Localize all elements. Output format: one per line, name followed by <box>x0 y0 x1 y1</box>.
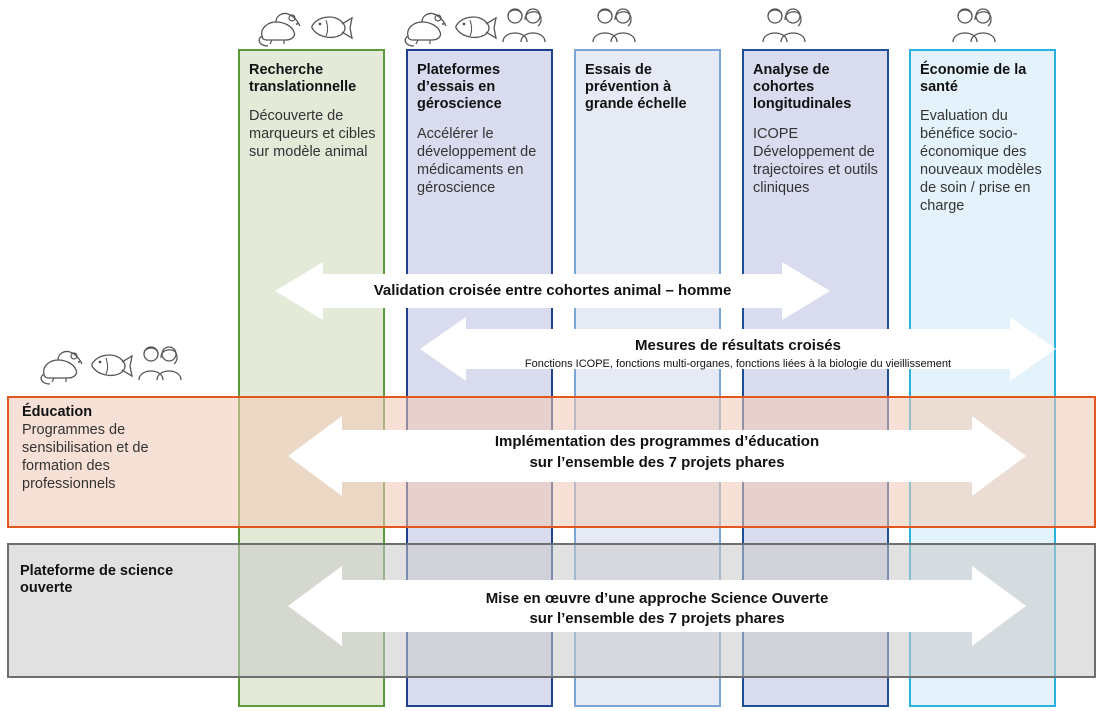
rat-icon <box>258 12 301 47</box>
education-description: Programmes de sensibilisation et de form… <box>22 422 149 492</box>
column-5-icons <box>952 4 1002 48</box>
people-icon <box>592 8 636 43</box>
education-arrow-line2: sur l’ensemble des 7 projets phares <box>529 454 785 471</box>
double-arrow-shape <box>288 416 1026 496</box>
double-arrow-shape <box>275 262 830 320</box>
science-arrow: Mise en œuvre d’une approche Science Ouv… <box>288 566 1026 646</box>
fish-icon <box>91 354 133 377</box>
double-arrow-shape <box>420 317 1056 381</box>
education-arrow-line1: Implémentation des programmes d’éducatio… <box>494 433 820 450</box>
double-arrow-shape <box>288 566 1026 646</box>
people-icon <box>762 8 806 43</box>
education-title: Éducation <box>22 404 93 420</box>
people-icon <box>138 346 182 381</box>
column-title: Plateformes d’essais en géroscience <box>417 62 502 112</box>
column-3-icons <box>592 4 642 48</box>
rat-icon <box>40 350 83 385</box>
column-description: Accélérer le développement de médicament… <box>417 126 537 196</box>
science-arrow-line2: sur l’ensemble des 7 projets phares <box>529 610 785 627</box>
science-title: Plateforme de science ouverte <box>20 563 174 596</box>
validation-arrow: Validation croisée entre cohortes animal… <box>275 262 830 320</box>
column-description: ICOPE Développement de trajectoires et o… <box>753 126 878 196</box>
people-icon <box>952 8 996 43</box>
mesures-title: Mesures de résultats croisés <box>635 337 841 354</box>
column-title: Recherche translationnelle <box>249 62 357 95</box>
people-icon <box>502 8 546 43</box>
column-4-icons <box>762 4 812 48</box>
column-description: Découverte de marqueurs et cibles sur mo… <box>249 108 376 160</box>
fish-icon <box>455 16 497 39</box>
mesures-subtitle: Fonctions ICOPE, fonctions multi-organes… <box>524 358 952 370</box>
column-description: Evaluation du bénéfice socio-économique … <box>920 108 1042 214</box>
education-icons <box>40 342 190 386</box>
validation-label: Validation croisée entre cohortes animal… <box>373 282 732 299</box>
mesures-arrow: Mesures de résultats croisés Fonctions I… <box>420 317 1056 381</box>
column-2-icons <box>404 4 554 48</box>
column-title: Économie de la santé <box>920 62 1027 95</box>
column-1-icons <box>258 4 358 48</box>
science-arrow-line1: Mise en œuvre d’une approche Science Ouv… <box>485 590 829 607</box>
rat-icon <box>404 12 447 47</box>
column-title: Analyse de cohortes longitudinales <box>753 62 852 112</box>
fish-icon <box>311 16 353 39</box>
column-title: Essais de prévention à grande échelle <box>585 62 687 112</box>
education-arrow: Implémentation des programmes d’éducatio… <box>288 416 1026 496</box>
